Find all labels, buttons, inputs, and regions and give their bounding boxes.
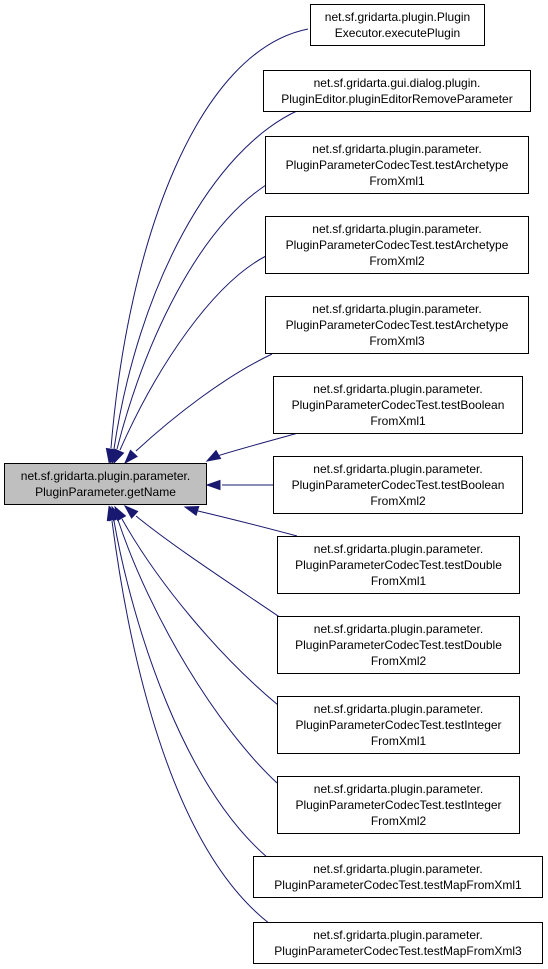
caller-node-line: PluginParameterCodecTest.testBoolean — [291, 398, 505, 412]
edge-test-archetype-fromxml2 — [113, 255, 267, 465]
caller-node-line: FromXml1 — [370, 574, 427, 588]
edge-arrowhead — [106, 505, 117, 522]
caller-node-line: net.sf.gridarta.plugin.parameter. — [313, 622, 484, 636]
caller-node-line: net.sf.gridarta.plugin.Plugin — [324, 10, 471, 24]
edge-line — [119, 255, 267, 451]
edge-line — [135, 353, 273, 452]
caller-node-line: PluginParameterCodecTest.testArchetype — [285, 238, 509, 252]
caller-node-test-double-fromxml2[interactable]: net.sf.gridarta.plugin.parameter. Plugin… — [277, 616, 520, 674]
caller-node-line: net.sf.gridarta.plugin.parameter. — [313, 862, 483, 876]
caller-node-line: net.sf.gridarta.plugin.parameter. — [313, 782, 484, 796]
caller-node-line: net.sf.gridarta.gui.dialog.plugin. — [313, 76, 481, 90]
edge-line — [113, 520, 269, 859]
caller-node-line: FromXml1 — [370, 414, 426, 428]
caller-node-test-double-fromxml1[interactable]: net.sf.gridarta.plugin.parameter. Plugin… — [277, 536, 520, 594]
caller-node-line: FromXml2 — [370, 814, 427, 828]
edge-test-double-fromxml1 — [183, 505, 298, 537]
caller-node-line: FromXml2 — [370, 654, 427, 668]
edge-line — [135, 515, 282, 619]
caller-node-plugin-editor-remove-parameter[interactable]: net.sf.gridarta.gui.dialog.plugin. Plugi… — [263, 70, 531, 112]
edge-line — [116, 184, 267, 450]
caller-node-test-map-fromxml1[interactable]: net.sf.gridarta.plugin.parameter. Plugin… — [253, 856, 543, 898]
caller-node-line: PluginEditor.pluginEditorRemoveParameter — [281, 92, 513, 106]
edge-arrowhead — [205, 449, 222, 462]
caller-node-test-integer-fromxml1[interactable]: net.sf.gridarta.plugin.parameter. Plugin… — [277, 696, 520, 754]
caller-node-line: PluginParameterCodecTest.testMapFromXml3 — [274, 944, 522, 958]
edge-arrowhead — [205, 479, 221, 491]
edge-arrowhead — [183, 505, 200, 516]
caller-node-execute-plugin[interactable]: net.sf.gridarta.plugin.Plugin Executor.e… — [310, 4, 485, 46]
edge-test-boolean-fromxml2 — [205, 479, 273, 491]
caller-node-line: FromXml2 — [369, 254, 425, 268]
edge-line — [117, 519, 278, 784]
caller-node-line: net.sf.gridarta.plugin.parameter. — [312, 222, 482, 236]
edge-test-integer-fromxml2 — [111, 505, 278, 784]
caller-node-line: net.sf.gridarta.plugin.parameter. — [312, 142, 482, 156]
edge-line — [113, 109, 300, 450]
edge-test-boolean-fromxml1 — [205, 432, 299, 462]
caller-node-line: net.sf.gridarta.plugin.parameter. — [313, 542, 484, 556]
caller-node-line: FromXml1 — [369, 174, 425, 188]
caller-node-line: PluginParameterCodecTest.testArchetype — [285, 158, 509, 172]
edge-line — [197, 510, 298, 537]
edge-line — [213, 432, 299, 458]
edge-line — [121, 518, 279, 706]
edge-test-double-fromxml2 — [123, 504, 282, 619]
edge-arrowhead — [123, 449, 138, 465]
edge-test-map-fromxml3 — [106, 505, 271, 925]
caller-node-line: PluginParameterCodecTest.testDouble — [295, 558, 502, 572]
caller-node-test-archetype-fromxml3[interactable]: net.sf.gridarta.plugin.parameter. Plugin… — [265, 296, 529, 354]
source-node-line-2: PluginParameter.getName — [35, 485, 176, 499]
caller-node-line: FromXml1 — [370, 734, 427, 748]
caller-node-line: PluginParameterCodecTest.testInteger — [295, 798, 502, 812]
caller-node-line: net.sf.gridarta.plugin.parameter. — [313, 702, 484, 716]
edge-arrowhead — [123, 504, 139, 519]
caller-node-test-archetype-fromxml1[interactable]: net.sf.gridarta.plugin.parameter. Plugin… — [265, 136, 529, 194]
caller-node-line: net.sf.gridarta.plugin.parameter. — [313, 462, 483, 476]
caller-node-test-archetype-fromxml2[interactable]: net.sf.gridarta.plugin.parameter. Plugin… — [265, 216, 529, 274]
source-node-line-1: net.sf.gridarta.plugin.parameter. — [20, 469, 191, 483]
edge-test-archetype-fromxml3 — [123, 353, 273, 465]
caller-node-line: PluginParameterCodecTest.testMapFromXml1 — [274, 878, 522, 892]
caller-node-line: net.sf.gridarta.plugin.parameter. — [313, 928, 483, 942]
caller-node-test-boolean-fromxml2[interactable]: net.sf.gridarta.plugin.parameter. Plugin… — [273, 456, 523, 514]
edge-test-archetype-fromxml1 — [111, 184, 267, 465]
caller-node-line: FromXml3 — [369, 334, 425, 348]
caller-node-line: PluginParameterCodecTest.testBoolean — [291, 478, 505, 492]
caller-node-line: PluginParameterCodecTest.testArchetype — [285, 318, 509, 332]
edge-line — [110, 28, 309, 449]
caller-node-test-integer-fromxml2[interactable]: net.sf.gridarta.plugin.parameter. Plugin… — [277, 776, 520, 834]
caller-node-test-boolean-fromxml1[interactable]: net.sf.gridarta.plugin.parameter. Plugin… — [273, 376, 523, 434]
edge-line — [111, 520, 271, 925]
caller-node-test-map-fromxml3[interactable]: net.sf.gridarta.plugin.parameter. Plugin… — [253, 922, 543, 964]
source-node-plugin-parameter-getname[interactable]: net.sf.gridarta.plugin.parameter. Plugin… — [4, 463, 207, 505]
caller-node-line: PluginParameterCodecTest.testInteger — [295, 718, 502, 732]
edge-arrowhead — [113, 448, 125, 465]
caller-node-line: FromXml2 — [370, 494, 426, 508]
caller-node-line: PluginParameterCodecTest.testDouble — [295, 638, 502, 652]
edge-test-integer-fromxml1 — [114, 505, 279, 706]
caller-node-line: Executor.executePlugin — [334, 26, 461, 40]
caller-node-line: net.sf.gridarta.plugin.parameter. — [312, 302, 482, 316]
caller-node-line: net.sf.gridarta.plugin.parameter. — [313, 382, 483, 396]
